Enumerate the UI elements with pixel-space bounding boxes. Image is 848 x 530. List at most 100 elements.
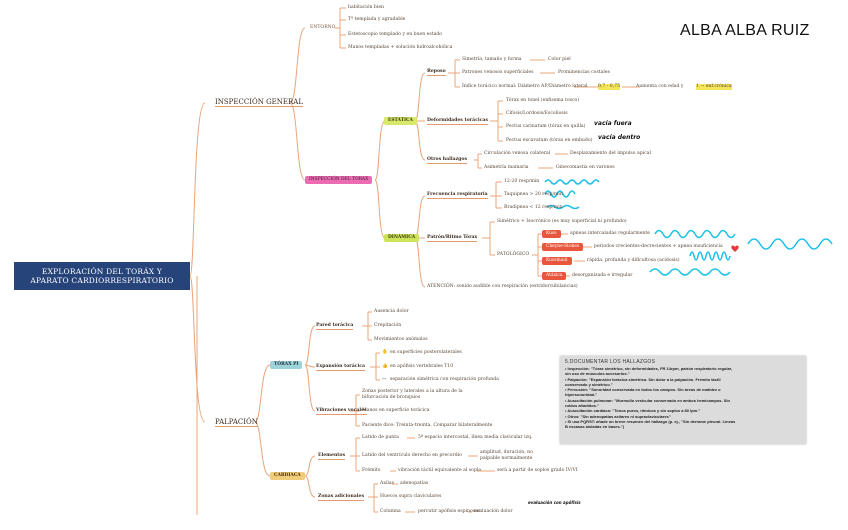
pathology-desc: apneas intercaladas regularmente — [570, 231, 650, 236]
card-line: ruidos añadidos." — [565, 403, 599, 409]
card-title: 5.DOCUMENTAR LOS HALLAZGOS — [565, 359, 656, 365]
pared-item: Ausencia dolor — [374, 309, 409, 314]
reposo-label: Reposo — [427, 69, 446, 76]
card-line: • Auscultación cardíaca: "Tonos puros, r… — [565, 408, 701, 414]
edad-note: Aumenta con edad y — [636, 84, 684, 89]
pathology-desc: rápida, profunda y dificultosa (acidosis… — [587, 258, 680, 263]
card-line: • Auscultación pulmonar: "Murmullo vesic… — [565, 397, 730, 403]
axilas-note: adenopatías — [400, 481, 429, 486]
hand-icon: 👍 — [382, 364, 388, 369]
entorno-item: habitación bien — [348, 5, 385, 10]
vibraciones-item: Paciente dice: Treinta-treinta, Comparar… — [362, 423, 493, 428]
pathology-desc: desorganizada e irregular — [572, 273, 633, 278]
root-line-1: EXPLORACIÓN DEL TORÁX Y — [41, 267, 163, 276]
card-line: hipersonoridad." — [565, 392, 598, 398]
patron-normal: Simétrico + Isocrónico (es muy superfici… — [497, 219, 627, 224]
expansion-label: Expansión torácica — [316, 364, 366, 371]
indice-value: 0,7 - 0,75 — [598, 84, 621, 90]
columna-note: percutir apófisis espinosas — [418, 509, 481, 514]
atencion-note: ATENCIÓN: sonido audible con respiración… — [427, 284, 578, 289]
tag-dinamica: DINÁMICA — [384, 234, 420, 242]
otros-label: Otros hallazgos — [427, 157, 468, 164]
heart-icon — [731, 245, 739, 252]
tag-pathology: Kussmaul — [542, 257, 572, 265]
expansion-item: en apófisis vertebrales T10 — [390, 364, 454, 369]
elementos-item: Latido del ventrículo derecho en precord… — [362, 453, 462, 458]
elementos-item: Latido de punta — [362, 435, 399, 440]
tag-pathology: Kuss — [542, 230, 561, 238]
handwritten-note: evaluación con apófisis — [528, 500, 581, 505]
fremito-note: vibración táctil equivalente al soplo — [398, 468, 482, 473]
zonas-item: Huecos supra claviculares — [380, 494, 442, 499]
vd-note: amplitud, duración, no palpable normalme… — [480, 450, 533, 461]
frecuencia-item: Taquipnea > 20 resp/min — [504, 192, 563, 197]
color-piel: Color piel — [548, 57, 571, 62]
elementos-item: Frémito — [362, 468, 381, 473]
zonas-label: Zonas adicionales — [318, 494, 365, 501]
frecuencia-item: 12-20 resp/min — [504, 179, 540, 184]
zonas-item: Columna — [380, 509, 401, 514]
branch-inspeccion: INSPECCIÓN GENERAL — [215, 98, 303, 107]
columna-note: evaluación dolor — [474, 509, 513, 514]
card-line: • Percusión: "Sonoridad conservada en to… — [565, 387, 721, 393]
reposo-item: Simetría, tamaño y forma — [462, 57, 522, 62]
deformidad-item: Cifosis/Lordosis/Escoliosis — [506, 111, 568, 116]
branch-palpacion: PALPACIÓN — [215, 418, 258, 427]
card-line: conservado y simétrico." — [565, 381, 613, 387]
tag-pathology: Cheyne-Stokes — [542, 243, 584, 251]
elementos-label: Elementos — [318, 453, 346, 460]
handwritten-note: vacía fuera — [594, 120, 632, 127]
card-line: sin uso de músculos accesorios." — [565, 371, 630, 377]
deformidades-label: Deformidades torácicas — [427, 118, 488, 125]
zonas-item: Axilas — [380, 481, 394, 486]
patron-label: Patrón/Ritmo Tórax — [427, 235, 478, 242]
prominencias: Prominencias costales — [558, 70, 610, 75]
root-line-2: APARATO CARDIORRESPIRATORIO — [30, 276, 174, 285]
pared-item: Movimientos anómalos — [374, 337, 428, 342]
entorno-item: Tª templada y agradable — [348, 17, 406, 22]
vibraciones-label: Vibraciones vocales — [316, 408, 367, 415]
scribble-marks — [544, 179, 833, 276]
reposo-item: Índice torácico normal: Diámetro AP/Diám… — [462, 84, 588, 89]
gineco-note: Ginecomastia en varones — [556, 165, 615, 170]
fremito-note: será a partir de soplos grado IV/VI — [497, 468, 578, 473]
frecuencia-label: Frecuencia respiratoria — [427, 192, 488, 199]
entorno-item: Manos templadas + solución hidroalcohóli… — [348, 45, 453, 50]
tag-estatica: ESTÁTICA — [384, 117, 417, 125]
frecuencia-item: Bradipnea < 12 resp/min — [504, 205, 563, 210]
tag-cardiaca: CARDIACA — [270, 472, 305, 480]
card-line: • Otros: "Sin adenopatías axilares ni su… — [565, 413, 671, 419]
vibraciones-item: Manos en superficie torácica — [362, 408, 430, 413]
deformidad-item: Pectus excavatum (tórax en embudo) — [506, 138, 593, 143]
root-node: EXPLORACIÓN DEL TORÁX Y APARATO CARDIORR… — [14, 262, 190, 290]
expansion-item: en superficies posterolaterales — [390, 350, 462, 355]
deformidad-item: Pectus carinatum (tórax en quilla) — [506, 124, 586, 129]
otros-item: Asimetría mamaria — [484, 165, 529, 170]
pared-label: Pared torácica — [316, 323, 354, 330]
otros-item: Circulación venosa colateral — [484, 151, 551, 156]
entorno-label: ENTORNO — [310, 25, 336, 30]
entorno-item: Estetoscopio templado y en buen estado — [348, 32, 443, 37]
documentation-card: 5.DOCUMENTAR LOS HALLAZGOS • Inspección:… — [560, 356, 806, 444]
tag-torax-pi: TÓRAX PI — [270, 361, 303, 369]
pathology-desc: periodos crecientes-decrecientes + apnea… — [594, 244, 723, 249]
card-line: B escasas aisladas en bases.") — [565, 424, 625, 430]
arrows-icon: ↔ — [382, 377, 386, 382]
patologico-label: PATOLÓGICO — [497, 252, 530, 257]
tag-inspeccion-torax: INSPECCIÓN DEL TORAX — [305, 176, 373, 184]
card-line: • Si usa PQRST: añade un breve resumen d… — [565, 418, 736, 424]
card-line: • Inspección: "Tórax simétrico, sin defo… — [565, 366, 733, 371]
impulso-note: Desplazamiento del impulso apical — [570, 151, 651, 156]
deformidad-item: Tórax en tonel (enfisema tosco) — [506, 98, 580, 103]
expansion-item: separación simétrica con respiración pro… — [390, 377, 499, 382]
reposo-item: Patrones venosos superficiales — [462, 70, 534, 75]
punta-note: 5º espacio intercostal, línea media clav… — [418, 435, 533, 440]
card-line: • Palpación: "Expansión torácica simétri… — [565, 376, 721, 382]
hand-icon: ✋ — [382, 350, 388, 355]
vibraciones-item: Zonas posterior y laterales a la altura … — [362, 389, 463, 400]
handwritten-note: vacía dentro — [598, 134, 641, 141]
pared-item: Crepitación — [374, 323, 402, 328]
tag-pathology: Atáxica — [542, 272, 567, 280]
author-name: ALBA ALBA RUIZ — [680, 22, 810, 39]
